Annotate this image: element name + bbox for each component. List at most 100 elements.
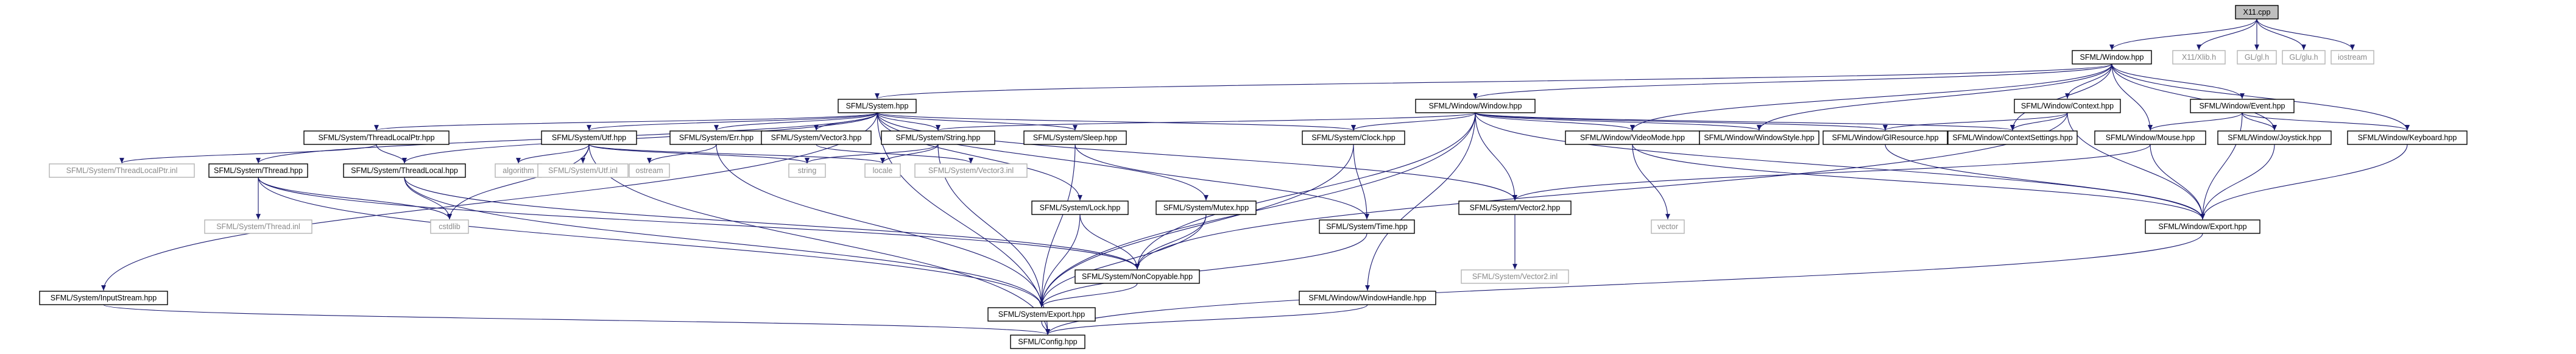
node-label: vector bbox=[1657, 222, 1678, 231]
node-label: SFML/System/Time.hpp bbox=[1326, 222, 1408, 231]
node-win[interactable]: SFML/Window.hpp bbox=[2072, 50, 2152, 65]
node-mutex[interactable]: SFML/System/Mutex.hpp bbox=[1156, 200, 1257, 215]
node-box bbox=[838, 99, 917, 113]
node-gluh: GL/glu.h bbox=[2282, 50, 2326, 65]
edge-x11-to-iostream bbox=[2256, 18, 2355, 51]
node-label: SFML/Window.hpp bbox=[2080, 53, 2144, 62]
node-err[interactable]: SFML/System/Err.hpp bbox=[669, 130, 763, 145]
node-vmode[interactable]: SFML/Window/VideoMode.hpp bbox=[1565, 130, 1700, 145]
node-box bbox=[1699, 130, 1819, 145]
node-box bbox=[343, 163, 466, 178]
node-box bbox=[2145, 219, 2260, 234]
node-glh: GL/gl.h bbox=[2237, 50, 2277, 65]
edge-tlptr-to-tlptrinl bbox=[119, 144, 377, 164]
node-label: SFML/System/InputStream.hpp bbox=[51, 294, 157, 302]
edge-wwin-to-str bbox=[936, 112, 1476, 131]
edge-system-to-tl bbox=[402, 112, 878, 164]
edge-time-to-sexport bbox=[1039, 233, 1367, 308]
node-cstdlib: cstdlib bbox=[430, 219, 469, 234]
node-wexport[interactable]: SFML/Window/Export.hpp bbox=[2145, 219, 2260, 234]
edge-win-to-kbd bbox=[2111, 63, 2410, 131]
node-box bbox=[1461, 269, 1569, 284]
node-v3[interactable]: SFML/System/Vector3.hpp bbox=[761, 130, 872, 145]
node-wctx[interactable]: SFML/Window/Context.hpp bbox=[2014, 99, 2121, 113]
node-box bbox=[1415, 99, 1536, 113]
node-joy[interactable]: SFML/Window/Joystick.hpp bbox=[2217, 130, 2332, 145]
edge-tl-to-sexport bbox=[404, 177, 1044, 308]
node-system[interactable]: SFML/System.hpp bbox=[838, 99, 917, 113]
node-label: SFML/System/Err.hpp bbox=[679, 133, 753, 142]
edge-err-to-sexport bbox=[716, 144, 1044, 308]
node-v2[interactable]: SFML/System/Vector2.hpp bbox=[1458, 200, 1572, 215]
node-algorithm: algorithm bbox=[495, 163, 542, 178]
edge-win-to-wevent bbox=[2111, 63, 2245, 99]
node-tl[interactable]: SFML/System/ThreadLocal.hpp bbox=[343, 163, 466, 178]
edge-system-to-mutex bbox=[877, 112, 1209, 201]
node-ctxset[interactable]: SFML/Window/ContextSettings.hpp bbox=[1947, 130, 2078, 145]
node-box bbox=[430, 219, 469, 234]
node-locale: locale bbox=[864, 163, 901, 178]
node-mouse[interactable]: SFML/Window/Mouse.hpp bbox=[2094, 130, 2206, 145]
edge-wevent-to-wexport bbox=[2200, 112, 2243, 220]
node-v3inl: SFML/System/Vector3.inl bbox=[914, 163, 1028, 178]
node-label: SFML/Window/Mouse.hpp bbox=[2106, 133, 2195, 142]
node-label: SFML/Window/Window.hpp bbox=[1429, 102, 1522, 110]
node-str[interactable]: SFML/System/String.hpp bbox=[881, 130, 995, 145]
node-box bbox=[2331, 50, 2374, 65]
edge-utf-to-algorithm bbox=[516, 144, 590, 164]
edge-wevent-to-joy bbox=[2242, 112, 2277, 131]
node-box bbox=[864, 163, 901, 178]
node-label: SFML/System/Thread.hpp bbox=[214, 166, 303, 175]
node-label: GL/gl.h bbox=[2245, 53, 2269, 62]
edge-x11-to-win bbox=[2109, 18, 2257, 51]
node-time[interactable]: SFML/System/Time.hpp bbox=[1319, 219, 1415, 234]
node-label: SFML/System/Vector2.inl bbox=[1472, 272, 1558, 281]
node-utf[interactable]: SFML/System/Utf.hpp bbox=[541, 130, 637, 145]
node-label: SFML/System/ThreadLocal.hpp bbox=[351, 166, 458, 175]
edge-wwin-to-wexport bbox=[1475, 112, 2205, 220]
edge-joy-to-wexport bbox=[2200, 144, 2275, 220]
edge-win-to-system bbox=[875, 63, 2112, 99]
edge-istream-to-config bbox=[103, 304, 1050, 335]
node-label: SFML/Window/Keyboard.hpp bbox=[2358, 133, 2457, 142]
edge-x11-to-gluh bbox=[2256, 18, 2306, 51]
edge-win-to-joy bbox=[2111, 63, 2277, 131]
node-glres[interactable]: SFML/Window/GlResource.hpp bbox=[1823, 130, 1948, 145]
node-label: SFML/Window/ContextSettings.hpp bbox=[1952, 133, 2072, 142]
edge-system-to-v2 bbox=[877, 112, 1517, 201]
node-sleep[interactable]: SFML/System/Sleep.hpp bbox=[1023, 130, 1127, 145]
node-sexport[interactable]: SFML/System/Export.hpp bbox=[987, 307, 1096, 322]
node-box bbox=[987, 307, 1096, 322]
node-box bbox=[2282, 50, 2326, 65]
node-kbd[interactable]: SFML/Window/Keyboard.hpp bbox=[2347, 130, 2468, 145]
edge-wwin-to-clock bbox=[1351, 112, 1476, 131]
node-label: SFML/System.hpp bbox=[846, 102, 909, 110]
node-box bbox=[1319, 219, 1415, 234]
node-wevent[interactable]: SFML/Window/Event.hpp bbox=[2190, 99, 2295, 113]
node-noncopy[interactable]: SFML/System/NonCopyable.hpp bbox=[1075, 269, 1200, 284]
node-box bbox=[788, 163, 826, 178]
node-box bbox=[1023, 130, 1127, 145]
node-iostream: iostream bbox=[2331, 50, 2374, 65]
edge-wwin-to-noncopy bbox=[1135, 112, 1476, 270]
node-box bbox=[1031, 200, 1129, 215]
node-clock[interactable]: SFML/System/Clock.hpp bbox=[1302, 130, 1405, 145]
edge-wevent-to-kbd bbox=[2242, 112, 2410, 131]
node-thread[interactable]: SFML/System/Thread.hpp bbox=[208, 163, 308, 178]
edge-vmode-to-vector bbox=[1632, 144, 1670, 220]
edge-wctx-to-ctxset bbox=[2010, 112, 2068, 131]
edge-utf-to-cstdlib bbox=[447, 144, 590, 220]
node-config[interactable]: SFML/Config.hpp bbox=[1010, 335, 1085, 349]
node-wstyle[interactable]: SFML/Window/WindowStyle.hpp bbox=[1699, 130, 1819, 145]
node-label: SFML/Config.hpp bbox=[1018, 338, 1077, 346]
edge-wwin-to-glres bbox=[1475, 112, 1888, 131]
node-label: SFML/System/NonCopyable.hpp bbox=[1082, 272, 1193, 281]
node-box bbox=[39, 291, 168, 305]
node-label: SFML/System/Utf.hpp bbox=[552, 133, 626, 142]
node-whandle[interactable]: SFML/Window/WindowHandle.hpp bbox=[1299, 291, 1436, 305]
node-wwin[interactable]: SFML/Window/Window.hpp bbox=[1415, 99, 1536, 113]
node-tlptr[interactable]: SFML/System/ThreadLocalPtr.hpp bbox=[303, 130, 450, 145]
node-lock[interactable]: SFML/System/Lock.hpp bbox=[1031, 200, 1129, 215]
edge-utf-to-locale bbox=[588, 144, 885, 164]
node-istream[interactable]: SFML/System/InputStream.hpp bbox=[39, 291, 168, 305]
